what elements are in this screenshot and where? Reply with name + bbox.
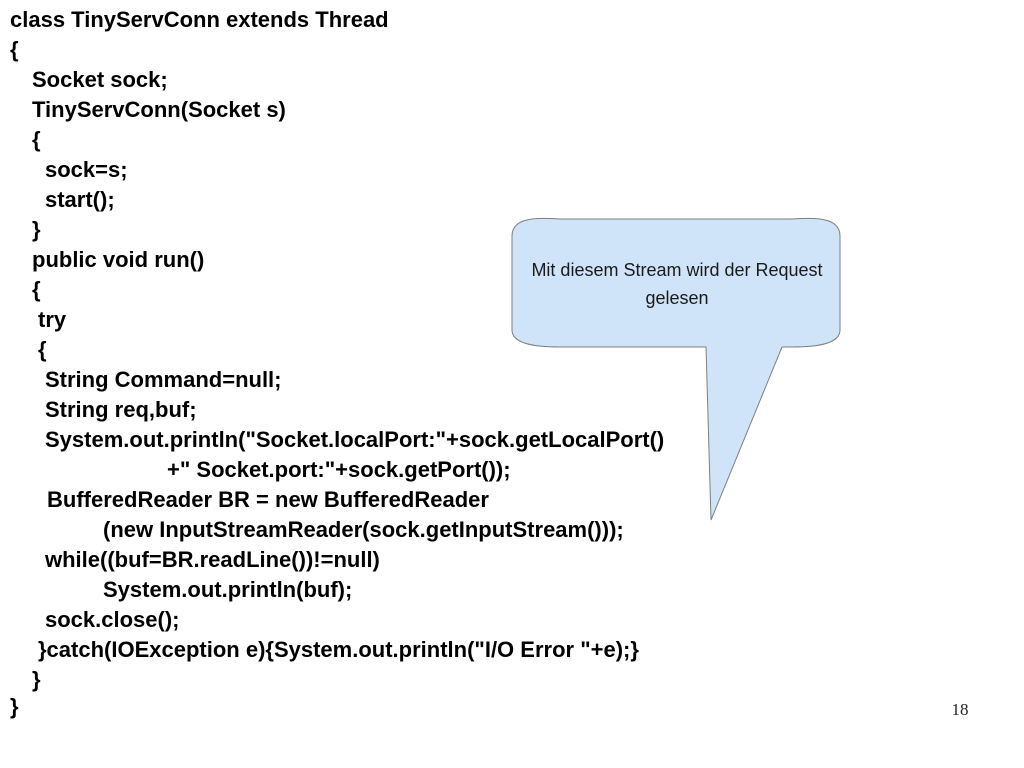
- code-line: }catch(IOException e){System.out.println…: [38, 637, 639, 662]
- slide-number: 18: [951, 700, 969, 719]
- code-line: System.out.println(buf);: [103, 577, 353, 602]
- code-line: TinyServConn(Socket s): [32, 97, 286, 122]
- code-line: sock=s;: [45, 157, 128, 182]
- code-line: {: [10, 37, 19, 62]
- code-line: BufferedReader BR = new BufferedReader: [47, 487, 489, 512]
- code-line: class TinyServConn extends Thread: [10, 7, 389, 32]
- code-line: }: [32, 667, 41, 692]
- code-line: {: [32, 277, 41, 302]
- code-line: {: [38, 337, 47, 362]
- code-line: {: [32, 127, 41, 152]
- code-line: }: [32, 217, 41, 242]
- code-line: sock.close();: [45, 607, 180, 632]
- code-line: Socket sock;: [32, 67, 168, 92]
- code-line: (new InputStreamReader(sock.getInputStre…: [103, 517, 624, 542]
- code-line: }: [10, 694, 19, 719]
- code-line: String req,buf;: [45, 397, 197, 422]
- code-line: while((buf=BR.readLine())!=null): [45, 547, 380, 572]
- code-line: +" Socket.port:"+sock.getPort());: [167, 457, 511, 482]
- code-line: System.out.println("Socket.localPort:"+s…: [45, 427, 665, 452]
- callout-text: Mit diesem Stream wird der Request geles…: [531, 260, 823, 308]
- code-line: start();: [45, 187, 115, 212]
- code-line: public void run(): [32, 247, 205, 272]
- code-line: String Command=null;: [45, 367, 282, 392]
- code-line: try: [38, 307, 67, 332]
